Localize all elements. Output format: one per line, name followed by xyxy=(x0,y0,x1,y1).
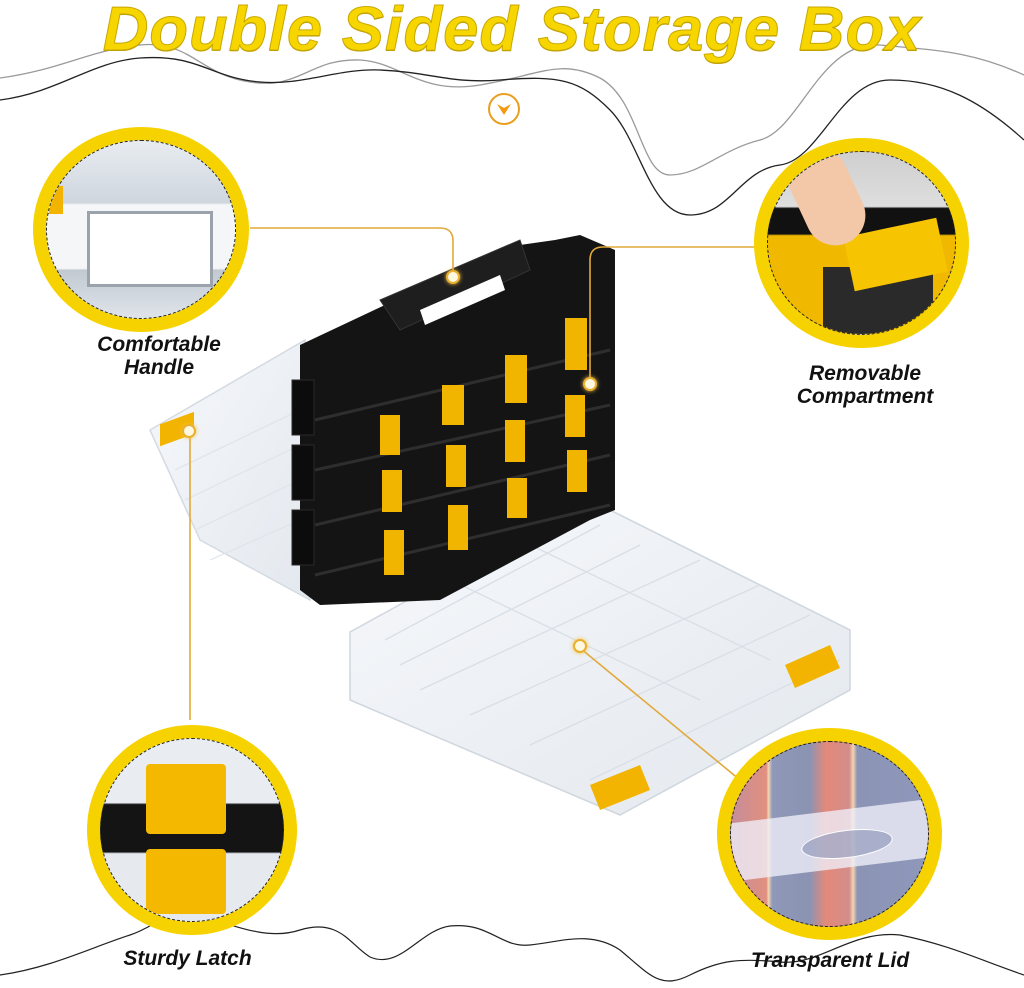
compartment-marker-dot xyxy=(583,377,597,391)
feature-label: Removable xyxy=(808,362,922,385)
lid-marker-dot xyxy=(573,639,587,653)
feature-label: Transparent Lid xyxy=(750,949,910,972)
feature-handle: Comfortable Handle xyxy=(30,120,270,380)
latch-closeup xyxy=(87,725,297,935)
handle-closeup xyxy=(33,127,249,332)
feature-lid: Transparent Lid xyxy=(700,715,1024,988)
latch-marker-dot xyxy=(182,424,196,438)
scroll-down-button[interactable] xyxy=(488,93,520,125)
compartment-closeup xyxy=(754,138,969,348)
feature-label: Compartment xyxy=(796,385,934,408)
feature-label: Handle xyxy=(123,356,194,379)
feature-latch: Sturdy Latch xyxy=(60,700,330,988)
chevron-down-icon xyxy=(497,104,511,115)
feature-label: Comfortable xyxy=(97,333,221,356)
feature-label: Sturdy Latch xyxy=(123,947,252,970)
page-title: Double Sided Storage Box xyxy=(102,0,922,65)
handle-marker-dot xyxy=(446,270,460,284)
feature-compartment: Removable Compartment xyxy=(740,120,980,410)
lid-closeup xyxy=(717,728,942,940)
